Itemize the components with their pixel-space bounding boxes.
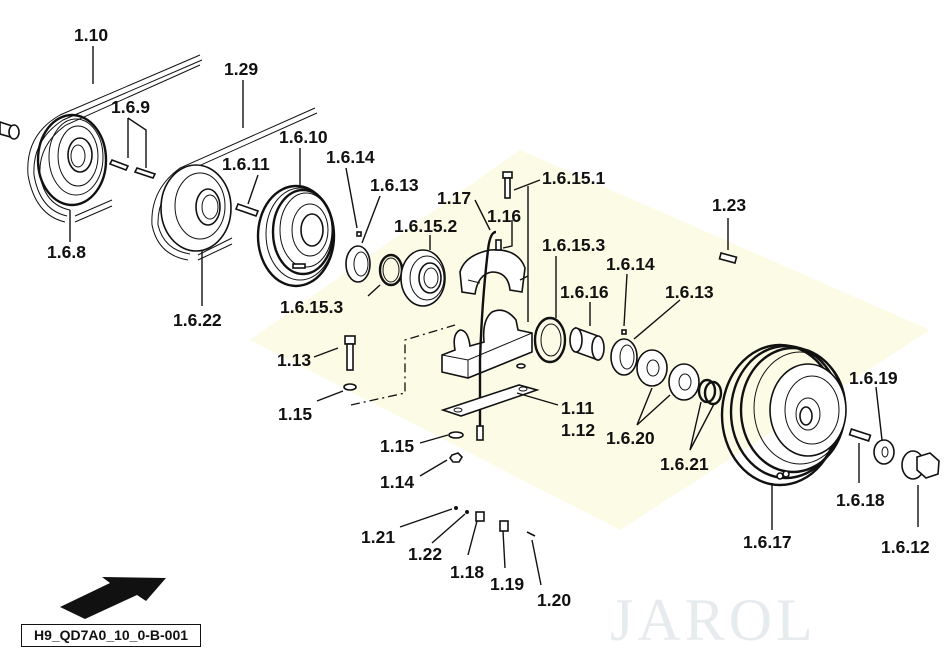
callout-1-6-17[interactable]: 1.6.17 [743, 532, 792, 552]
pin-1-6-14a [356, 231, 362, 237]
shim-plate-1-11 [440, 384, 540, 417]
callout-1-18[interactable]: 1.18 [450, 562, 484, 582]
callout-1-15-b[interactable]: 1.15 [380, 436, 414, 456]
key-1-6-11 [234, 202, 260, 218]
keys-1-6-9 [108, 158, 157, 179]
shaft-stub [0, 121, 20, 140]
callout-1-6-13-b[interactable]: 1.6.13 [665, 282, 714, 302]
pulley-1-6-17 [720, 343, 847, 487]
pulley-1-6-10 [256, 184, 336, 288]
callout-1-10[interactable]: 1.10 [74, 25, 108, 45]
bearing-housing-upper [459, 249, 526, 295]
callout-1-22[interactable]: 1.22 [408, 544, 442, 564]
callout-1-20[interactable]: 1.20 [537, 590, 571, 610]
washer-1-15b [448, 431, 464, 439]
bolt-1-6-12 [901, 450, 940, 480]
rings-1-6-21 [697, 378, 723, 406]
callout-1-6-14-b[interactable]: 1.6.14 [606, 254, 655, 274]
callout-labels: 1.10 1.29 1.6.9 1.6.10 1.6.11 1.6.14 1.6… [47, 25, 930, 610]
callout-1-6-18[interactable]: 1.6.18 [836, 490, 885, 510]
callout-1-21[interactable]: 1.21 [361, 527, 395, 547]
callout-1-15-a[interactable]: 1.15 [278, 404, 312, 424]
callout-1-6-20[interactable]: 1.6.20 [606, 428, 655, 448]
callout-1-19[interactable]: 1.19 [490, 574, 524, 594]
callout-1-17[interactable]: 1.17 [437, 188, 471, 208]
watermark-text: JAROL [610, 587, 817, 653]
callout-1-6-14-a[interactable]: 1.6.14 [326, 147, 375, 167]
washer-1-6-19 [873, 439, 895, 465]
drawing-code-label: H9_QD7A0_10_0-B-001 [21, 624, 201, 647]
callout-1-11[interactable]: 1.11 [561, 398, 594, 418]
ball-1-21 [454, 506, 458, 510]
clip-1-19 [499, 520, 509, 532]
washer-1-15a [343, 383, 357, 391]
bearing-housing-lower [441, 309, 533, 379]
callout-1-6-22[interactable]: 1.6.22 [173, 310, 222, 330]
callout-1-6-12[interactable]: 1.6.12 [881, 537, 930, 557]
callout-1-6-19[interactable]: 1.6.19 [849, 368, 898, 388]
spacer-washers-1-6-20 [636, 349, 700, 401]
ball-1-22 [465, 510, 469, 514]
bearing-1-6-15-2 [400, 249, 446, 307]
pin-1-6-14b [621, 329, 627, 335]
callout-1-6-21[interactable]: 1.6.21 [660, 454, 709, 474]
assembly-dashline [350, 324, 456, 406]
callout-1-6-11[interactable]: 1.6.11 [222, 154, 270, 174]
bolt-1-6-15-1 [502, 171, 513, 199]
sleeve-1-6-16 [569, 326, 605, 362]
screw-1-20 [526, 531, 536, 537]
grease-tube-1-17 [476, 230, 502, 441]
key-1-23 [718, 252, 738, 264]
callout-1-6-15-3-b[interactable]: 1.6.15.3 [542, 235, 606, 255]
callout-1-14[interactable]: 1.14 [380, 472, 414, 492]
callout-1-13[interactable]: 1.13 [277, 350, 311, 370]
callout-1-6-8[interactable]: 1.6.8 [47, 242, 86, 262]
callout-1-6-15-3-a[interactable]: 1.6.15.3 [280, 297, 344, 317]
washer-1-6-15-b [516, 363, 526, 369]
seal-1-6-13b [610, 338, 638, 376]
nut-1-14 [449, 452, 464, 463]
callout-1-6-16[interactable]: 1.6.16 [560, 282, 609, 302]
pulley-1-6-22 [160, 164, 232, 252]
arrow-northeast-icon [60, 577, 166, 619]
callout-1-6-15-1[interactable]: 1.6.15.1 [542, 168, 606, 188]
callout-1-6-10[interactable]: 1.6.10 [279, 127, 328, 147]
seal-1-6-13a [345, 245, 371, 283]
callout-1-16[interactable]: 1.16 [487, 206, 521, 226]
callout-1-29[interactable]: 1.29 [224, 59, 258, 79]
bolt-1-13 [344, 335, 356, 371]
leader-lines [69, 46, 919, 586]
clip-1-18 [475, 511, 485, 522]
callout-1-12[interactable]: 1.12 [561, 420, 595, 440]
callout-1-6-15-2[interactable]: 1.6.15.2 [394, 216, 458, 236]
callout-1-6-9[interactable]: 1.6.9 [111, 97, 150, 117]
callout-1-23[interactable]: 1.23 [712, 195, 746, 215]
key-1-6-18 [848, 428, 872, 442]
pulley-1-6-8 [36, 113, 108, 207]
seal-1-6-15-3b [533, 316, 567, 364]
callout-1-6-13-a[interactable]: 1.6.13 [370, 175, 419, 195]
